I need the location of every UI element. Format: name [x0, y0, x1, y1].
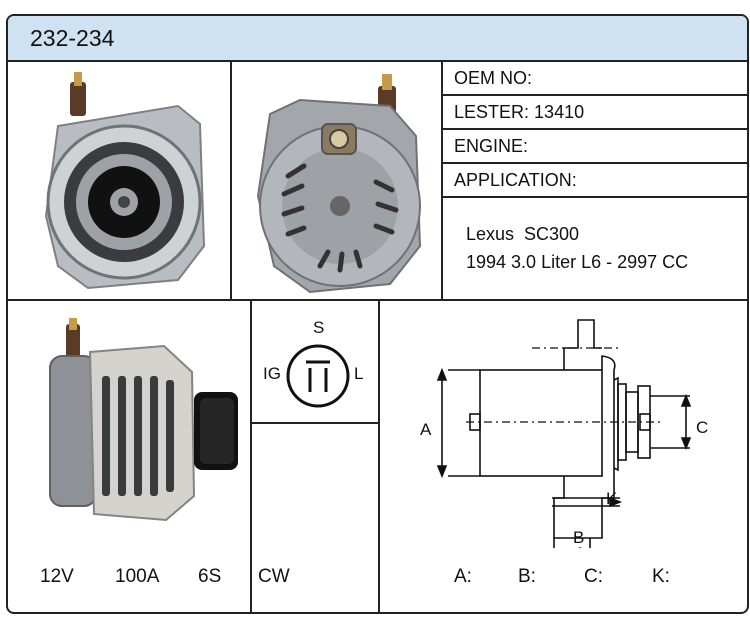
- lester-label: LESTER:: [454, 102, 530, 122]
- divider-connector-bottom: [250, 422, 379, 424]
- lester-value: 13410: [534, 102, 585, 122]
- dimension-b-label: B:: [518, 566, 536, 587]
- header-bar: 232-234: [8, 16, 747, 62]
- diagram-label-c: C: [696, 418, 709, 437]
- divider-bottom-2: [378, 300, 380, 612]
- divider-row-middle: [8, 299, 747, 301]
- divider-photo-2: [441, 60, 443, 300]
- divider-info-1: [442, 94, 747, 96]
- spec-rotation: CW: [258, 566, 290, 587]
- spec-voltage: 12V: [40, 566, 74, 587]
- application-line-2: 1994 3.0 Liter L6 - 2997 CC: [466, 252, 689, 272]
- alternator-front-photo: [44, 72, 206, 290]
- diagram-label-b: B: [573, 528, 585, 547]
- divider-info-3: [442, 162, 747, 164]
- alternator-rear-photo: [256, 74, 422, 294]
- divider-info-2: [442, 128, 747, 130]
- dimension-a-label: A:: [454, 566, 472, 587]
- oem-label: OEM NO:: [454, 68, 533, 88]
- spec-amperage: 100A: [115, 566, 160, 587]
- connector-ig-label: IG: [263, 364, 281, 383]
- connector-plug-diagram: [286, 344, 350, 408]
- divider-info-4: [442, 196, 747, 198]
- spec-pulley: 6S: [198, 566, 222, 587]
- connector-l-label: L: [354, 364, 364, 383]
- engine-label: ENGINE:: [454, 136, 529, 156]
- divider-bottom-1: [250, 300, 252, 612]
- alternator-side-photo: [49, 318, 238, 522]
- diagram-label-a: A: [420, 420, 432, 439]
- dimension-drawing: [436, 319, 692, 548]
- connector-s-label: S: [313, 318, 325, 337]
- part-number-title: 232-234: [30, 25, 115, 51]
- product-card: 232-234 OEM NO: LESTER: 13410 ENGINE: AP…: [6, 14, 749, 614]
- application-label: APPLICATION:: [454, 170, 577, 190]
- lester-row: LESTER: 13410: [454, 102, 584, 123]
- diagram-label-k: K: [606, 489, 618, 508]
- dimension-c-label: C:: [584, 566, 603, 587]
- dimension-k-label: K:: [652, 566, 670, 587]
- application-line-1: Lexus SC300: [466, 224, 580, 244]
- divider-photo-1: [230, 60, 232, 300]
